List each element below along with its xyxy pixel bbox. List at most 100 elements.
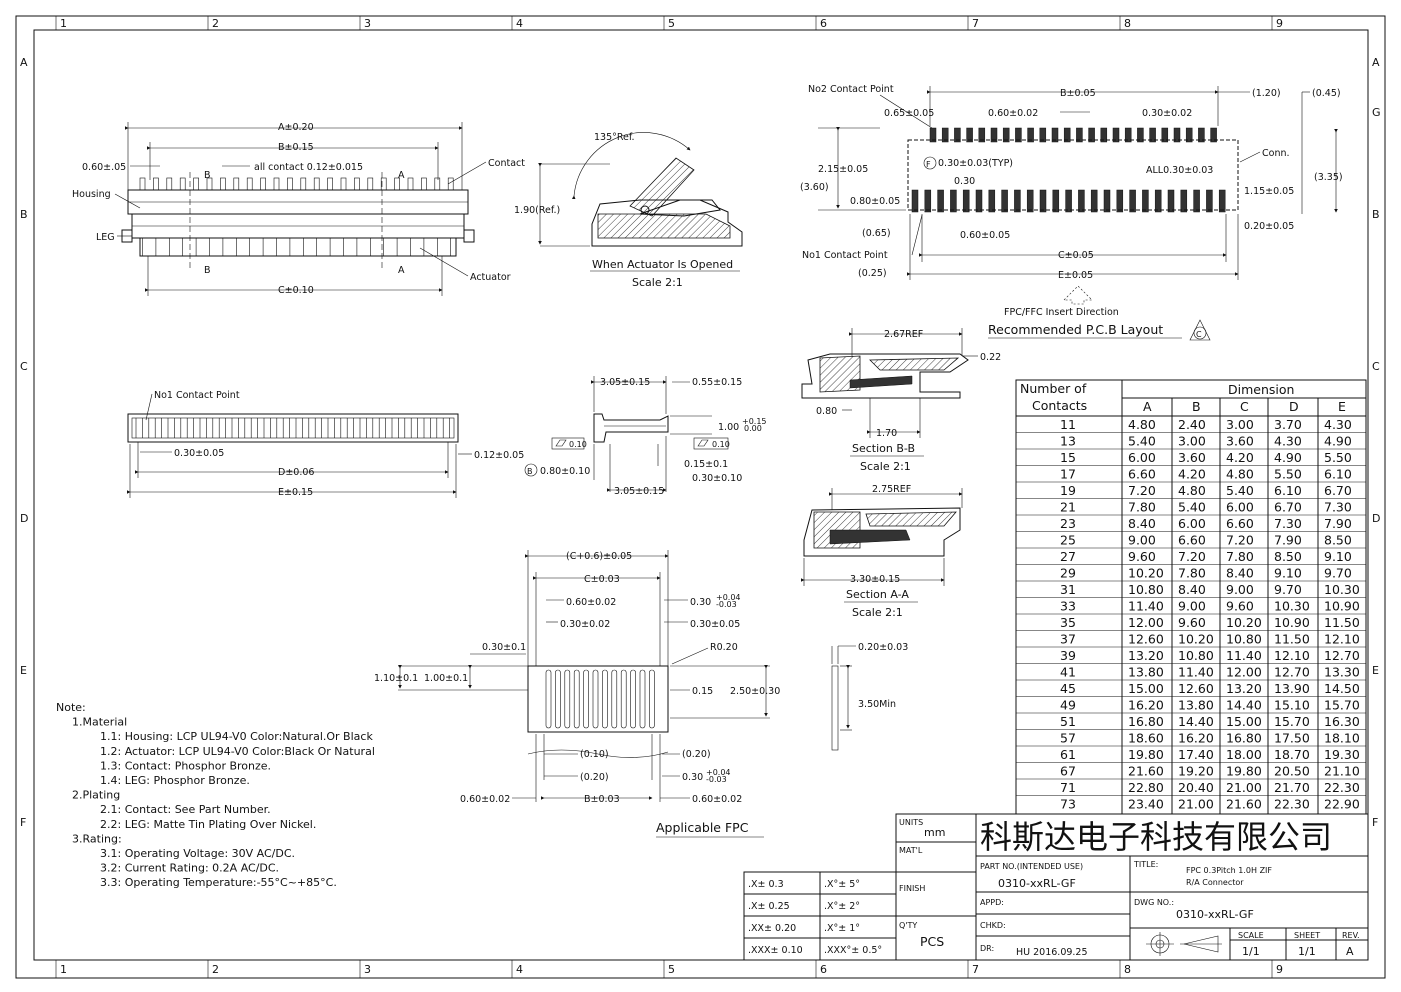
fpc-dim-250: 2.50±0.30 (730, 686, 780, 697)
table-dim-cell: 21.00 (1226, 780, 1262, 795)
table-contacts-cell: 25 (1060, 533, 1076, 548)
table-dim-cell: 10.20 (1178, 632, 1214, 647)
pcb-dim-typ-mark: F (926, 160, 931, 169)
tb-dr-value: HU 2016.09.25 (1016, 947, 1088, 958)
side-dim-100-upper: +0.15 (742, 417, 767, 426)
table-dim-cell: 11.40 (1128, 599, 1164, 614)
fpc-dim-c: C±0.03 (584, 574, 620, 585)
front-contact-pin (313, 177, 320, 191)
table-dim-cell: 10.20 (1128, 566, 1164, 581)
table-dim-cell: 8.40 (1128, 516, 1156, 531)
table-contacts-cell: 45 (1060, 681, 1076, 696)
table-dim-cell: 10.30 (1274, 599, 1310, 614)
table-dim-cell: 6.60 (1178, 533, 1206, 548)
section-b-b: 2.67REF 0.22 0.80 1.70 Section B-B Scale… (801, 328, 1001, 473)
pcb-dim-b: B±0.05 (1060, 88, 1096, 99)
table-contacts-cell: 23 (1060, 516, 1076, 531)
pcb-pad-top (1063, 127, 1071, 143)
table-dim-cell: 9.00 (1178, 599, 1206, 614)
border-col-top: 4 (516, 17, 523, 30)
fpc-dim-020: (0.20) (682, 749, 711, 760)
table-column-header: A (1143, 399, 1152, 414)
table-dim-cell: 4.90 (1274, 450, 1302, 465)
tb-units-value: mm (924, 826, 945, 839)
table-contacts-cell: 33 (1060, 599, 1076, 614)
pcb-pad-top (1173, 127, 1181, 143)
pcb-layout-title: Recommended P.C.B Layout (988, 322, 1163, 337)
border-row-right: B (1372, 208, 1380, 221)
tb-rev-value: A (1346, 945, 1354, 958)
fpc-finger (583, 669, 589, 729)
table-dim-cell: 17.40 (1178, 747, 1214, 762)
fpc-finger (573, 669, 580, 729)
pcb-pad-top (1137, 127, 1144, 143)
tolerance-linear: .X± 0.25 (748, 901, 790, 912)
pcb-layout: B±0.05 No2 Contact Point 0.65±0.05 0.60±… (800, 84, 1343, 341)
front-contact-pin (407, 177, 414, 191)
pcb-pad-top (978, 127, 986, 143)
border-row-right: D (1372, 512, 1380, 525)
table-dim-cell: 7.90 (1274, 533, 1302, 548)
pcb-dim-215: 2.15±0.05 (818, 164, 868, 175)
border-col-bottom: 8 (1124, 963, 1131, 976)
table-header-dimension: Dimension (1228, 382, 1294, 397)
fpc-dim-060r: 0.60±0.02 (692, 794, 742, 805)
pcb-pad-top (1149, 127, 1156, 143)
tb-units-label: UNITS (899, 818, 923, 827)
table-dim-cell: 10.80 (1226, 632, 1262, 647)
side-dim-030: 0.30±0.10 (692, 473, 742, 484)
tb-dwg-value: 0310-xxRL-GF (1176, 908, 1254, 921)
section-bb-080: 0.80 (816, 406, 837, 417)
table-dim-cell: 5.40 (1128, 434, 1156, 449)
tb-title-line1: FPC 0.3Pitch 1.0H ZIF (1186, 866, 1272, 875)
note-line: 1.4: LEG: Phosphor Bronze. (100, 774, 250, 787)
table-dim-cell: 19.80 (1226, 764, 1262, 779)
table-dim-cell: 4.20 (1226, 450, 1254, 465)
fpc-finger (545, 669, 552, 729)
front-contact-pin (179, 177, 186, 191)
fpc-dim-030e-upper: +0.04 (706, 768, 731, 777)
table-dim-cell: 19.80 (1128, 747, 1164, 762)
pcb-dim-025: (0.25) (858, 268, 887, 279)
table-dim-cell: 10.80 (1128, 582, 1164, 597)
tb-part-no-label: PART NO.(INTENDED USE) (980, 862, 1083, 871)
pcb-pad-bottom (1218, 189, 1226, 213)
fpc-dim-b: B±0.03 (584, 794, 620, 805)
front-view: A±0.20 B±0.15 C±0.10 0.60±.05 all contac… (72, 122, 525, 296)
table-dim-cell: 22.30 (1274, 797, 1310, 812)
table-dim-cell: 11.40 (1178, 665, 1214, 680)
table-dim-cell: 13.80 (1128, 665, 1164, 680)
bottom-dim-012: 0.12±0.05 (474, 450, 524, 461)
table-dim-cell: 5.50 (1324, 450, 1352, 465)
border-col-top: 2 (212, 17, 219, 30)
table-dim-cell: 21.70 (1274, 780, 1310, 795)
pcb-pad-bottom (1206, 189, 1213, 213)
front-dim-pitch: 0.60±.05 (82, 162, 126, 173)
table-dim-cell: 21.00 (1178, 797, 1214, 812)
pcb-no1-label: No1 Contact Point (802, 250, 888, 261)
table-dim-cell: 12.10 (1274, 648, 1310, 663)
table-dim-cell: 4.30 (1274, 434, 1302, 449)
pcb-dim-030: 0.30±0.02 (1142, 108, 1192, 119)
border-col-top: 8 (1124, 17, 1131, 30)
front-section-a-top: A (398, 170, 405, 181)
note-line: 3.Rating: (72, 832, 122, 845)
side-dim-015: 0.15±0.1 (684, 459, 728, 470)
table-contacts-cell: 41 (1060, 665, 1076, 680)
table-dim-cell: 7.80 (1178, 566, 1206, 581)
table-dim-cell: 7.80 (1128, 500, 1156, 515)
border-row-right: A (1372, 56, 1380, 69)
tb-scale-value: 1/1 (1242, 945, 1260, 958)
fpc-dim-030t: 0.30 (690, 597, 711, 608)
side-dim-080: 0.80±0.10 (540, 466, 590, 477)
table-dim-cell: 10.30 (1324, 582, 1360, 597)
front-section-b-bottom: B (204, 265, 211, 276)
table-dim-cell: 7.80 (1226, 549, 1254, 564)
section-aa-scale: Scale 2:1 (852, 606, 903, 619)
pcb-pad-top (1112, 127, 1120, 143)
table-dim-cell: 17.50 (1274, 731, 1310, 746)
pcb-pad-bottom (1039, 189, 1047, 213)
table-column-header: B (1192, 399, 1201, 414)
tb-dwg-label: DWG NO.: (1134, 898, 1174, 907)
table-dim-cell: 12.10 (1324, 632, 1360, 647)
